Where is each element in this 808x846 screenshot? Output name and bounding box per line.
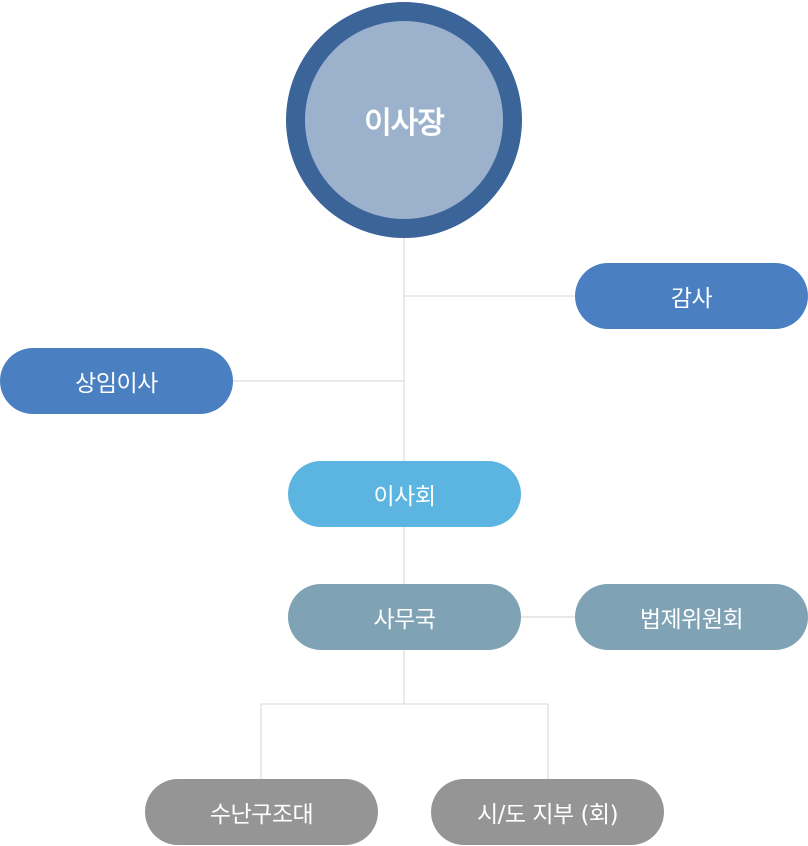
rescue-team-label: 수난구조대 bbox=[209, 802, 314, 828]
standing-director-label: 상임이사 bbox=[75, 371, 158, 397]
chairman-node: 이사장 bbox=[286, 2, 522, 238]
branches-label: 시/도 지부 (회) bbox=[476, 802, 619, 828]
auditor-label: 감사 bbox=[670, 286, 713, 312]
secretariat-label: 사무국 bbox=[373, 607, 436, 633]
legal-committee-label: 법제위원회 bbox=[639, 607, 744, 633]
board-label: 이사회 bbox=[373, 484, 436, 510]
chairman-label: 이사장 bbox=[364, 106, 445, 141]
rescue-team-node: 수난구조대 bbox=[145, 779, 378, 845]
board-node: 이사회 bbox=[288, 461, 521, 527]
legal-committee-node: 법제위원회 bbox=[575, 584, 808, 650]
secretariat-node: 사무국 bbox=[288, 584, 521, 650]
standing-director-node: 상임이사 bbox=[0, 348, 233, 414]
auditor-node: 감사 bbox=[575, 263, 808, 329]
branches-node: 시/도 지부 (회) bbox=[431, 779, 664, 845]
chairman-inner-circle: 이사장 bbox=[305, 21, 503, 219]
